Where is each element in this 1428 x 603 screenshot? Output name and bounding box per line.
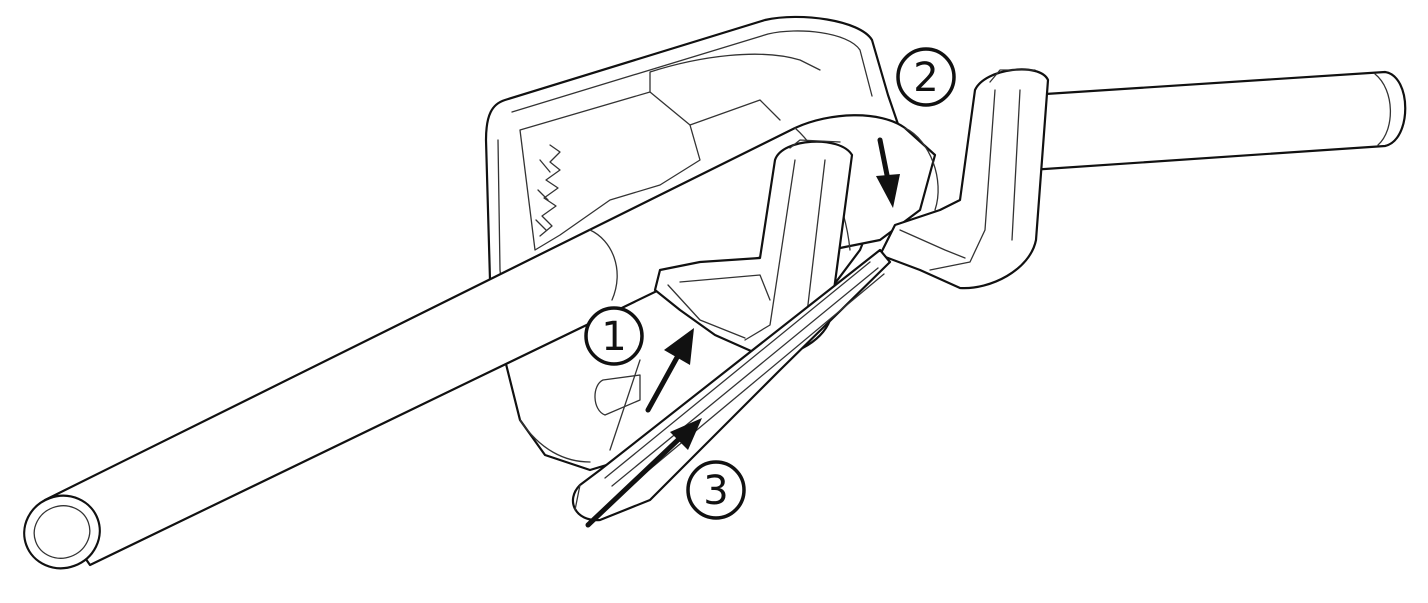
arrow-1 [645, 328, 694, 413]
callout-1-label: 1 [601, 314, 626, 360]
callout-3-label: 3 [703, 468, 728, 514]
callout-2-label: 2 [913, 55, 938, 101]
arrow-2 [876, 137, 900, 208]
clip-arm-front [653, 139, 854, 357]
callout-3: 3 [686, 460, 746, 520]
clip-arm-rear [878, 68, 1050, 290]
release-lever [571, 248, 892, 522]
rod-back [1028, 70, 1407, 172]
callout-1: 1 [584, 306, 644, 366]
arrow-3 [585, 418, 702, 528]
callout-2: 2 [896, 47, 956, 107]
rod-front [23, 114, 939, 570]
